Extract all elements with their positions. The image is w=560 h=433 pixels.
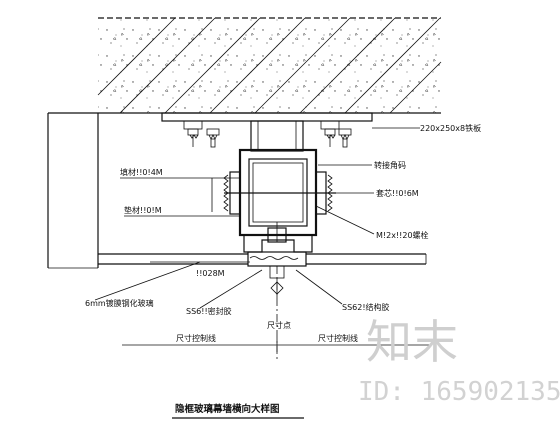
through-bolt	[223, 171, 336, 215]
drawing-labels: 220x250x8铁板 转接角码 填材!!0!4M 套芯!!0!6M 垫材!!0…	[85, 123, 481, 343]
label-control-line-left: 尺寸控制线	[176, 333, 216, 343]
watermark: 知末 ID: 165902135	[358, 315, 560, 407]
label-glass: 6mm镀膜钢化玻璃	[85, 298, 154, 308]
label-sealant-right: SS62!结构胶	[342, 302, 390, 312]
label-mullion-core: 套芯!!0!6M	[376, 188, 419, 198]
drawing-title: 隐框玻璃幕墙横向大样图	[175, 403, 280, 415]
label-steel-plate: 220x250x8铁板	[420, 123, 481, 133]
glass-panels	[98, 251, 427, 279]
anchor-bolts	[183, 120, 352, 148]
leader-lines	[94, 127, 420, 309]
label-bolt: M!2x!!20螺栓	[376, 230, 429, 240]
label-backing-top: 填材!!0!4M	[120, 167, 163, 177]
label-control-line-right: 尺寸控制线	[318, 333, 358, 343]
label-profile-code: !!028M	[196, 269, 225, 278]
watermark-brand: 知末	[366, 315, 458, 369]
label-adapter-code: 转接角码	[374, 160, 406, 170]
interior-wall	[47, 112, 99, 269]
label-sealant-left: SS6!!密封胶	[186, 306, 232, 316]
label-backing-side: 垫材!!0!M	[124, 205, 162, 215]
steel-plate	[161, 112, 373, 122]
watermark-id: ID: 165902135	[358, 377, 560, 407]
drawing-title-block: 隐框玻璃幕墙横向大样图	[172, 403, 304, 419]
concrete-slab	[97, 17, 442, 114]
hanger-post	[250, 120, 304, 152]
centerline	[270, 266, 284, 360]
glazing-bracket	[243, 222, 313, 253]
label-dimension-point: 尺寸点	[267, 320, 291, 330]
control-line	[122, 338, 430, 352]
